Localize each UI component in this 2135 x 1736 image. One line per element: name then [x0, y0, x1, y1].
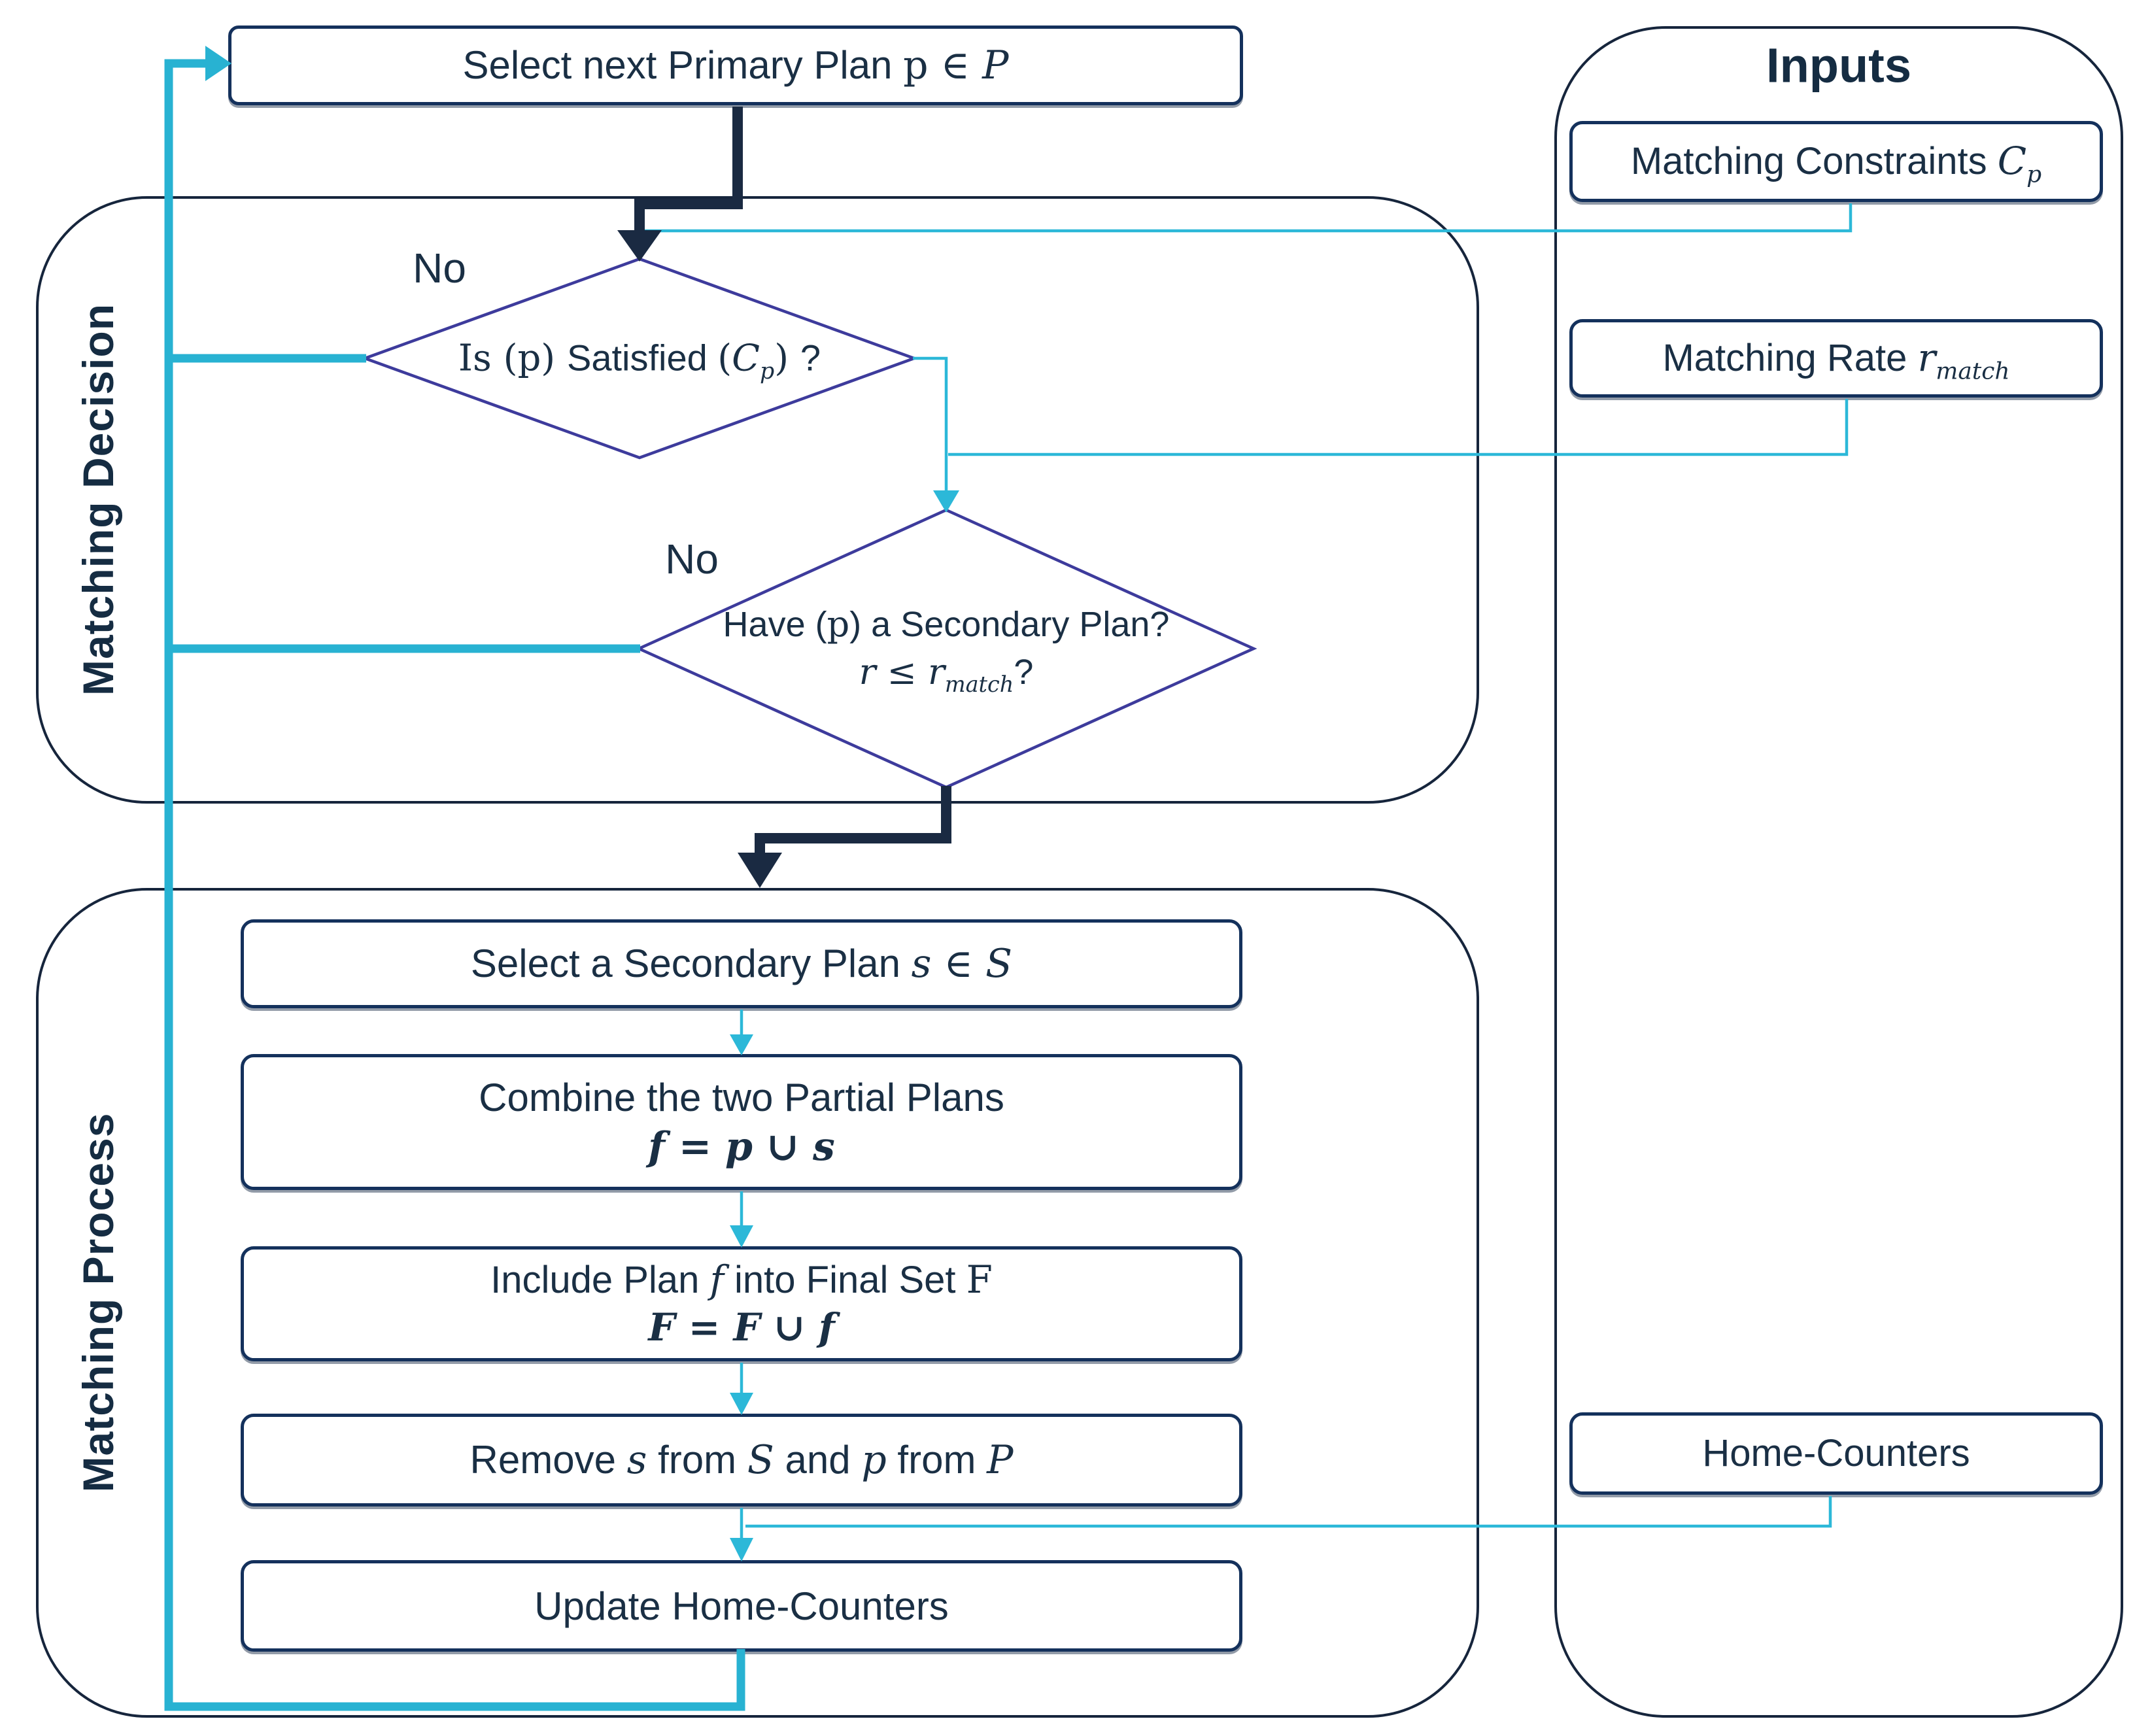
include-to-remove-arrowhead	[730, 1393, 753, 1415]
diamond1-question: Is (p) Satisfied (Cp) ?	[458, 337, 821, 384]
diamond1-text: Is (p) Satisfied (Cp) ?	[458, 333, 821, 384]
include-plan-line2: F = F ∪ f	[648, 1305, 835, 1350]
diamond2-question-line1: Have (p) a Secondary Plan?	[723, 604, 1170, 645]
loop-arrowhead-into-top-box	[205, 46, 231, 81]
matching-decision-label: Matching Decision	[74, 303, 122, 696]
decision-diamond-is-satisfied	[360, 257, 919, 460]
diamond2-question-line2: r ≤ rmatch?	[859, 651, 1034, 697]
update-home-counters-box: Update Home-Counters	[241, 1560, 1242, 1652]
home-counters-input-line	[745, 1496, 1832, 1528]
include-plan-final-set-box: Include Plan f into Final Set F F = F ∪ …	[241, 1246, 1242, 1361]
combine-partial-plans-line1: Combine the two Partial Plans	[479, 1075, 1004, 1119]
select-primary-plan-box: Select next Primary Plan p ∈ P	[228, 26, 1243, 105]
update-home-counters-text: Update Home-Counters	[534, 1584, 949, 1628]
remove-to-update-arrowhead	[730, 1538, 753, 1561]
matching-rate-text: Matching Rate rmatch	[1662, 335, 2010, 385]
matching-constraints-text: Matching Constraints Cp	[1630, 139, 2042, 188]
no-label-diamond2: No	[665, 536, 719, 583]
diamond2-entry-arrowhead	[933, 490, 959, 513]
home-counters-text: Home-Counters	[1702, 1431, 1970, 1474]
inputs-title: Inputs	[1766, 38, 1911, 93]
no-label-diamond1: No	[413, 245, 466, 292]
matching-rate-box: Matching Rate rmatch	[1569, 319, 2103, 398]
topbox-to-diamond1-connector	[634, 107, 743, 235]
include-plan-line1: Include Plan f into Final Set F	[490, 1257, 993, 1302]
diamond2-text: Have (p) a Secondary Plan? r ≤ rmatch?	[723, 601, 1170, 696]
loop-back-connector	[164, 59, 745, 1711]
select-primary-plan-text: Select next Primary Plan p ∈ P	[462, 43, 1009, 88]
remove-plans-text: Remove s from S and p from P	[470, 1437, 1014, 1483]
combine-to-include-arrowhead	[730, 1225, 753, 1248]
diamond2-to-process-connector	[755, 786, 951, 858]
home-counters-box: Home-Counters	[1569, 1412, 2103, 1495]
diamond1-entry-arrowhead	[617, 230, 662, 262]
select-secondary-plan-text: Select a Secondary Plan s ∈ S	[470, 941, 1013, 987]
select-secondary-plan-box: Select a Secondary Plan s ∈ S	[241, 919, 1242, 1008]
rate-input-line	[948, 399, 1849, 456]
combine-partial-plans-line2: f = p ∪ s	[648, 1123, 835, 1170]
constraints-input-line	[643, 203, 1853, 233]
process-entry-arrowhead	[738, 853, 782, 888]
remove-plans-box: Remove s from S and p from P	[241, 1414, 1242, 1506]
diamond1-to-diamond2-connector	[913, 356, 948, 494]
matching-constraints-box: Matching Constraints Cp	[1569, 121, 2103, 202]
matching-process-label: Matching Process	[74, 1112, 122, 1493]
select-to-combine-arrowhead	[730, 1034, 753, 1055]
combine-partial-plans-box: Combine the two Partial Plans f = p ∪ s	[241, 1054, 1242, 1190]
